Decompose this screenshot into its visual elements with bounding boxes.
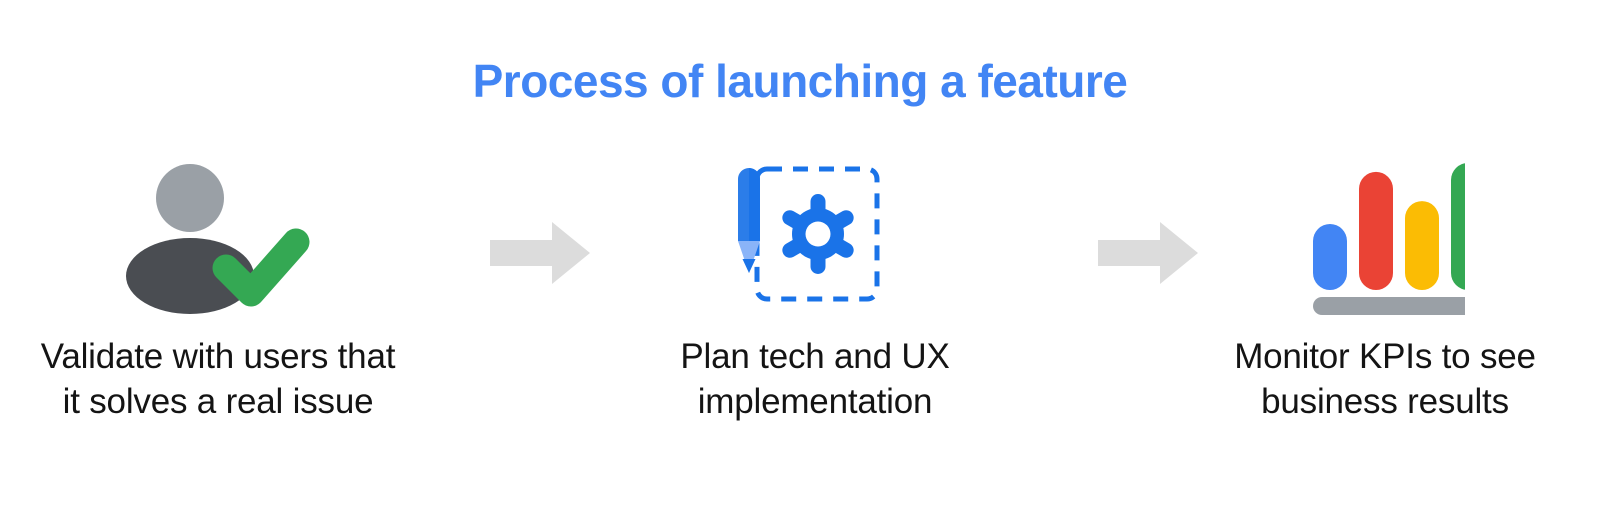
step-1-validate: Validate with users that it solves a rea… [8,150,428,425]
bar-chart-kpi-icon [1305,160,1465,315]
step-3-caption: Monitor KPIs to see business results [1175,335,1595,425]
step-1-caption-line-1: Validate with users that [40,337,396,376]
page-title: Process of launching a feature [472,55,1128,107]
step-1-icon-wrap [8,150,428,325]
step-2-plan: Plan tech and UX implementation [605,150,1025,425]
step-3-icon-wrap [1175,150,1595,325]
step-2-icon-wrap [605,150,1025,325]
step-3-caption-line-2: business results [1261,381,1509,421]
step-3-caption-line-1: Monitor KPIs to see [1234,337,1536,376]
step-1-caption: Validate with users that it solves a rea… [8,335,428,425]
step-2-caption: Plan tech and UX implementation [605,335,1025,425]
step-1-caption-line-2: it solves a real issue [62,381,374,421]
step-2-caption-line-1: Plan tech and UX [680,337,950,376]
arrow-right-icon-2 [1098,222,1198,284]
pencil-gear-design-icon [730,155,900,320]
step-3-monitor: Monitor KPIs to see business results [1175,150,1595,425]
user-verified-icon [118,150,318,325]
step-2-caption-line-2: implementation [697,381,933,421]
arrow-right-icon-1 [490,222,590,284]
